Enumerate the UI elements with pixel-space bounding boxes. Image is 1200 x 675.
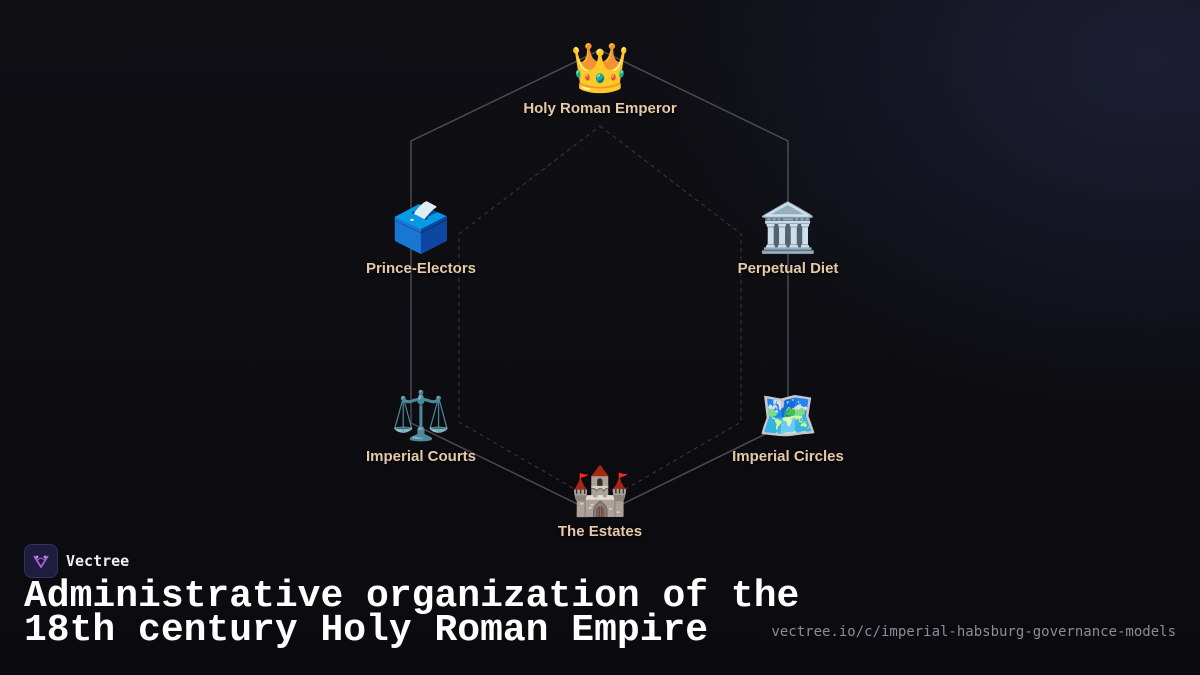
brand-name: Vectree bbox=[66, 552, 130, 570]
node-the-estates: 🏰 The Estates bbox=[500, 463, 700, 540]
node-label: Holy Roman Emperor bbox=[523, 100, 677, 117]
title-line-2: 18th century Holy Roman Empire bbox=[24, 609, 709, 652]
balance-scale-icon: ⚖️ bbox=[391, 388, 451, 444]
node-prince-electors: 🗳️ Prince-Electors bbox=[321, 200, 521, 277]
outer-hexagon bbox=[410, 49, 789, 516]
node-label: Perpetual Diet bbox=[737, 260, 839, 277]
node-imperial-courts: ⚖️ Imperial Courts bbox=[321, 388, 521, 465]
vectree-logo-icon bbox=[24, 544, 58, 578]
inner-hexagon bbox=[458, 125, 742, 505]
node-holy-roman-emperor: 👑 Holy Roman Emperor bbox=[500, 40, 700, 117]
world-map-icon: 🗺️ bbox=[758, 388, 818, 444]
castle-icon: 🏰 bbox=[570, 463, 630, 519]
node-label: Imperial Courts bbox=[365, 448, 477, 465]
node-imperial-circles: 🗺️ Imperial Circles bbox=[688, 388, 888, 465]
title-line-1: Administrative organization of the bbox=[24, 575, 800, 618]
node-label: Imperial Circles bbox=[732, 448, 844, 465]
brand[interactable]: Vectree bbox=[24, 544, 129, 578]
classical-building-icon: 🏛️ bbox=[758, 200, 818, 256]
page-title: Administrative organization of the 18th … bbox=[24, 575, 800, 652]
source-url[interactable]: vectree.io/c/imperial-habsburg-governanc… bbox=[771, 624, 1176, 640]
node-label: Prince-Electors bbox=[365, 260, 477, 277]
node-label: The Estates bbox=[557, 523, 643, 540]
ballot-box-icon: 🗳️ bbox=[391, 200, 451, 256]
node-perpetual-diet: 🏛️ Perpetual Diet bbox=[688, 200, 888, 277]
crown-icon: 👑 bbox=[570, 40, 630, 96]
